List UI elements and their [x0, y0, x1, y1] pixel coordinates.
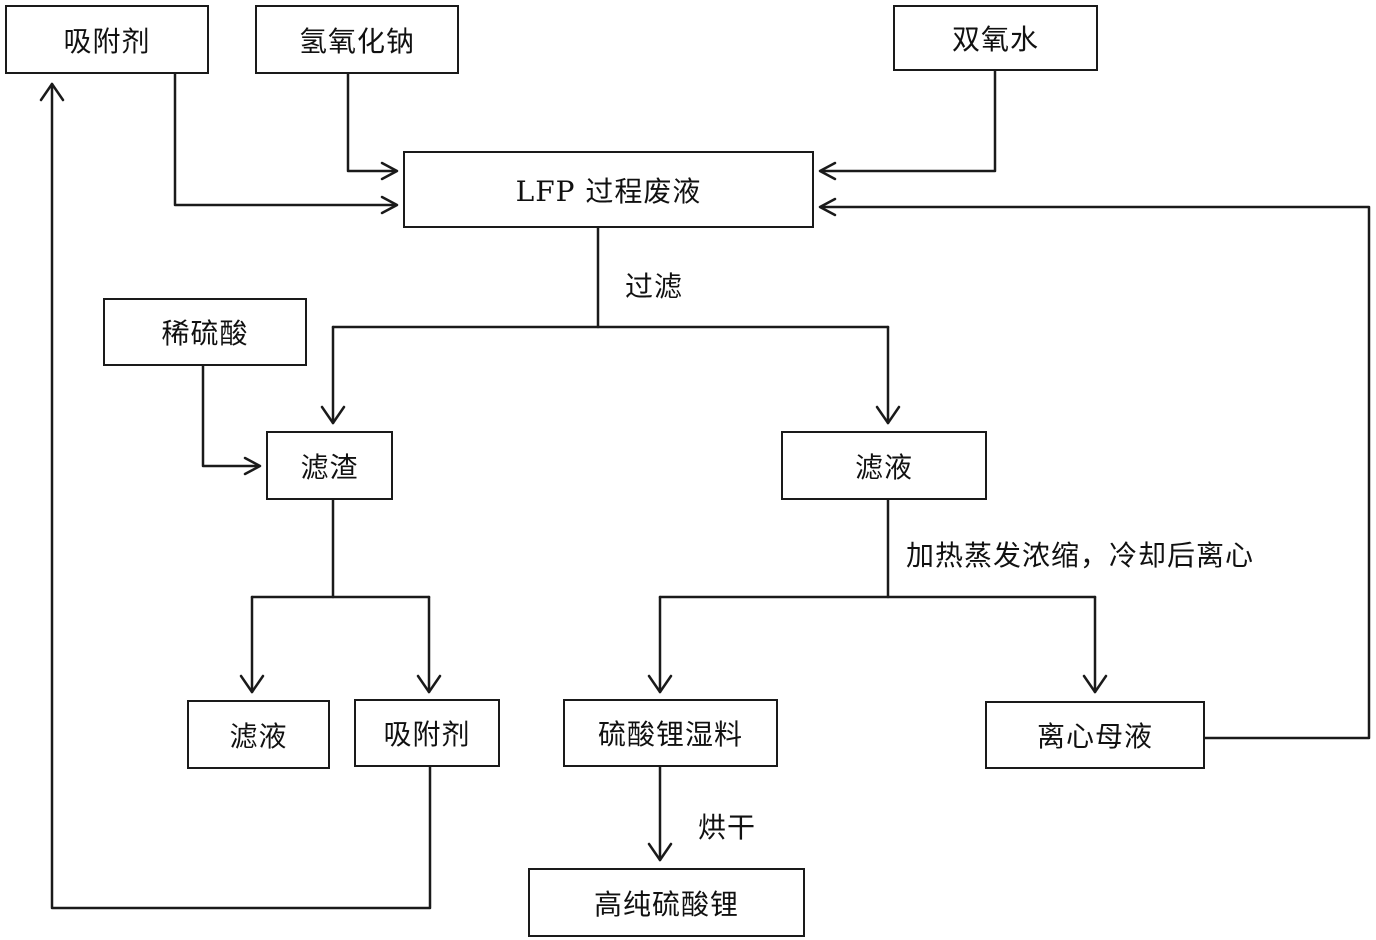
arrowhead [1082, 674, 1108, 694]
node-naoh: 氢氧化钠 [255, 5, 459, 74]
arrowhead [320, 405, 346, 425]
node-label: 吸附剂 [383, 718, 471, 751]
node-label: 滤液 [854, 450, 913, 484]
node-li2so4-wet: 硫酸锂湿料 [563, 699, 778, 767]
edge-label-filter: 过滤 [625, 270, 684, 303]
arrowhead [380, 161, 399, 181]
arrowhead [647, 842, 673, 862]
arrowhead [39, 82, 65, 102]
arrowhead [818, 161, 837, 181]
node-label: 吸附剂 [63, 24, 151, 58]
edge-acid-to-residue [201, 364, 260, 468]
edge-adsorbent-to-lfp [173, 72, 397, 207]
node-residue: 滤渣 [266, 431, 393, 500]
edge-label-dry: 烘干 [698, 811, 757, 844]
edge-h2o2-to-lfp [820, 69, 997, 173]
node-label: 双氧水 [951, 23, 1039, 56]
node-label: 硫酸锂湿料 [597, 718, 743, 751]
node-label: 滤液 [229, 719, 288, 753]
node-label: 高纯硫酸锂 [593, 887, 739, 921]
arrowhead [243, 456, 262, 476]
node-filtrate-main: 滤液 [781, 431, 987, 500]
node-h2o2: 双氧水 [893, 5, 1098, 71]
arrowhead [239, 674, 265, 694]
node-lfp-waste: LFP 过程废液 [403, 151, 814, 228]
node-label: LFP 过程废液 [515, 174, 702, 208]
edge-adsorbent-recycle [50, 82, 432, 910]
arrowhead [818, 197, 837, 217]
node-mother-liquor: 离心母液 [985, 701, 1205, 769]
edge-label-evaporate: 加热蒸发浓缩，冷却后离心 [906, 539, 1255, 572]
node-adsorbent-bottom: 吸附剂 [354, 699, 500, 767]
edge-naoh-to-lfp [346, 72, 397, 173]
node-label: 稀硫酸 [161, 317, 249, 350]
node-label: 离心母液 [1036, 720, 1153, 753]
edge-mother-liquor-recycle [820, 205, 1371, 740]
node-high-purity-li2so4: 高纯硫酸锂 [528, 868, 805, 937]
arrowhead [875, 405, 901, 425]
arrowhead [416, 674, 442, 694]
arrowhead [380, 195, 399, 215]
arrowhead [647, 674, 673, 694]
node-filtrate-sub: 滤液 [187, 700, 330, 769]
node-label: 滤渣 [300, 450, 359, 484]
node-dilute-sulfuric-acid: 稀硫酸 [103, 298, 307, 366]
node-adsorbent-top: 吸附剂 [5, 5, 209, 74]
node-label: 氢氧化钠 [298, 24, 415, 58]
